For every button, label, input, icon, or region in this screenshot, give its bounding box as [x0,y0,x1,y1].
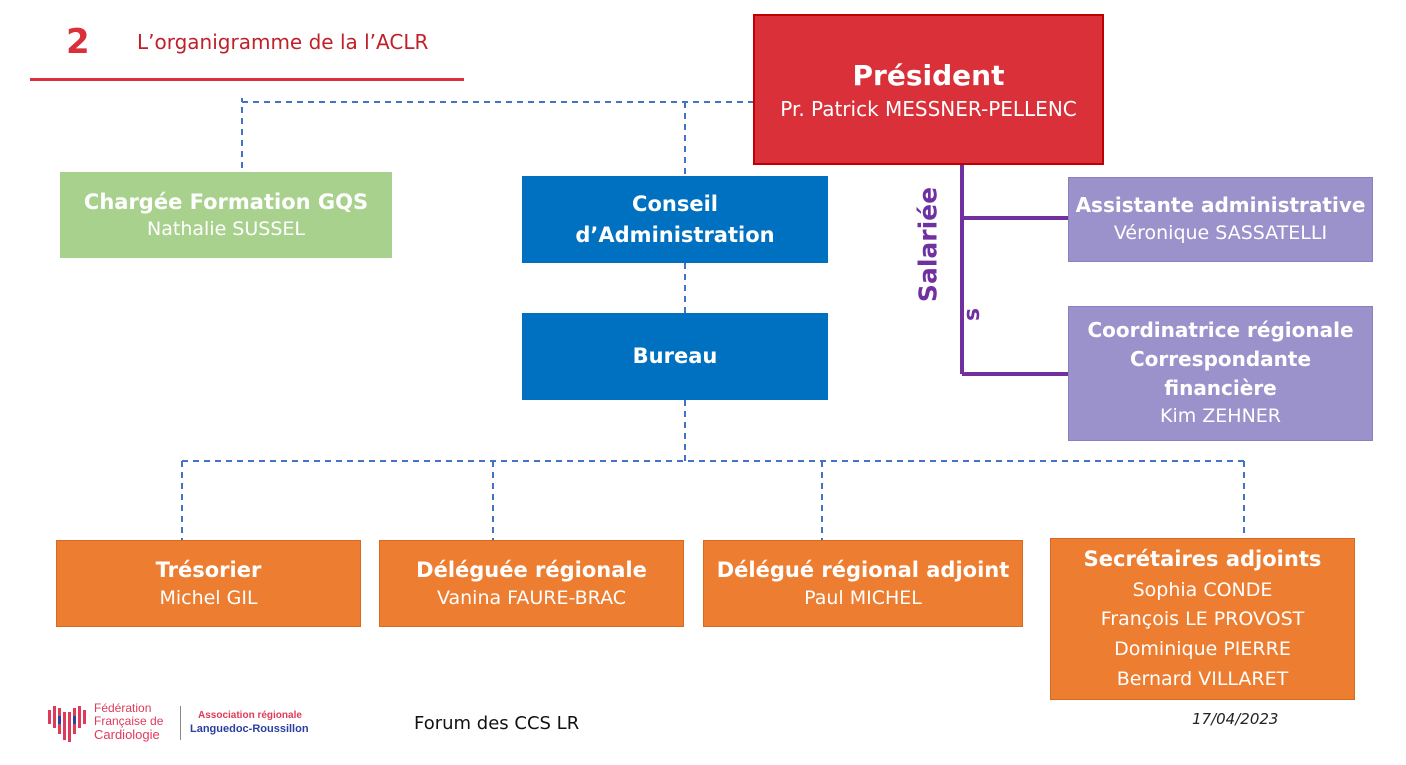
formation-box: Chargée Formation GQS Nathalie SUSSEL [60,172,392,258]
tresorier-title: Trésorier [155,557,262,582]
coordinatrice-line2: Correspondante [1129,347,1312,372]
assistante-box: Assistante administrative Véronique SASS… [1068,177,1373,262]
ffc-logo: Fédération Française de Cardiologie Asso… [44,700,334,750]
tresorier-box: Trésorier Michel GIL [56,540,361,627]
footer-date: 17/04/2023 [1192,710,1279,728]
footer-forum: Forum des CCS LR [414,713,580,734]
assistante-title: Assistante administrative [1075,193,1366,218]
salaries-label-main: Salariée [913,186,943,303]
ffc-name-line3: Cardiologie [94,727,160,742]
delegue-adjoint-title: Délégué régional adjoint [716,557,1010,582]
secretaires-name: Bernard VILLARET [1116,667,1289,690]
president-box: Président Pr. Patrick MESSNER-PELLENC [753,14,1104,165]
president-name: Pr. Patrick MESSNER-PELLENC [780,96,1077,121]
logo-divider [180,706,181,740]
deleguee-box: Déléguée régionale Vanina FAURE-BRAC [379,540,684,627]
deleguee-title: Déléguée régionale [416,557,647,582]
slide-number: 2 [66,22,90,62]
coordinatrice-box: Coordinatrice régionale Correspondante f… [1068,306,1373,441]
conseil-box: Conseil d’Administration [522,176,828,263]
ffc-name-line2: Française de [94,714,164,728]
coordinatrice-line1: Coordinatrice régionale [1087,318,1354,343]
assoc-line2: Languedoc-Roussillon [190,723,309,735]
formation-title: Chargée Formation GQS [83,189,369,214]
coordinatrice-line3: financière [1164,376,1277,401]
salaries-label: Salariée s [896,178,986,328]
tresorier-name: Michel GIL [159,586,258,609]
title-underline [30,78,464,81]
connector-president-formation [241,101,754,172]
formation-name: Nathalie SUSSEL [147,217,305,240]
ffc-name-line1: Fédération [94,701,152,715]
conseil-line1: Conseil [632,192,718,217]
secretaires-name: Dominique PIERRE [1114,638,1291,661]
president-title: Président [852,58,1005,92]
assistante-name: Véronique SASSATELLI [1113,222,1328,245]
delegue-adjoint-name: Paul MICHEL [804,586,922,609]
secretaires-box: Secrétaires adjoints Sophia CONDE Franço… [1050,538,1355,700]
secretaires-name: François LE PROVOST [1100,608,1305,631]
deleguee-name: Vanina FAURE-BRAC [436,586,627,609]
slide-title: L’organigramme de la l’ACLR [137,30,429,54]
delegue-adjoint-box: Délégué régional adjoint Paul MICHEL [703,540,1023,627]
salaries-label-suffix: s [960,307,986,322]
bureau-box: Bureau [522,313,828,400]
secretaires-name: Sophia CONDE [1132,578,1273,601]
heart-bars-icon [48,706,86,742]
conseil-line2: d’Administration [575,222,775,247]
coordinatrice-name: Kim ZEHNER [1159,405,1281,428]
assoc-line1: Association régionale [198,710,302,721]
bureau-title: Bureau [632,344,718,369]
secretaires-title: Secrétaires adjoints [1083,547,1322,572]
